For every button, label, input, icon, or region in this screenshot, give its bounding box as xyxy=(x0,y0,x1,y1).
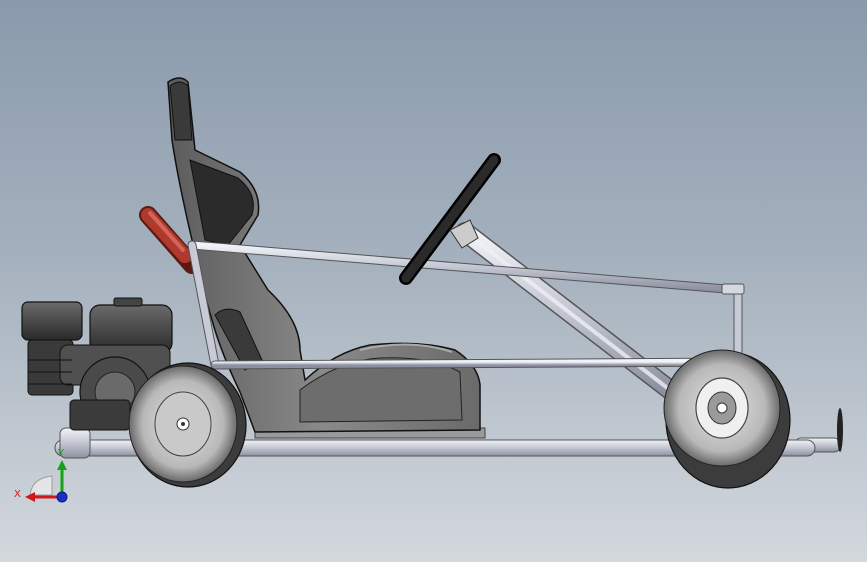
y-axis-label: Y xyxy=(57,448,65,459)
seat xyxy=(167,77,481,433)
z-axis-dot xyxy=(56,491,68,503)
rear-wheel xyxy=(128,362,247,488)
seat-bolster xyxy=(214,308,263,371)
front-wheel xyxy=(663,349,791,489)
engine xyxy=(21,297,173,431)
seat-back-panel xyxy=(189,159,254,246)
x-axis-label: X xyxy=(14,489,21,500)
seat-cushion xyxy=(299,357,463,423)
brake-handle xyxy=(139,206,201,274)
upper-frame-tubes xyxy=(187,240,745,370)
air-filter xyxy=(21,301,83,341)
coordinate-triad: X Y xyxy=(14,448,68,503)
steering-wheel xyxy=(399,153,501,285)
seat-headrest xyxy=(169,81,193,141)
